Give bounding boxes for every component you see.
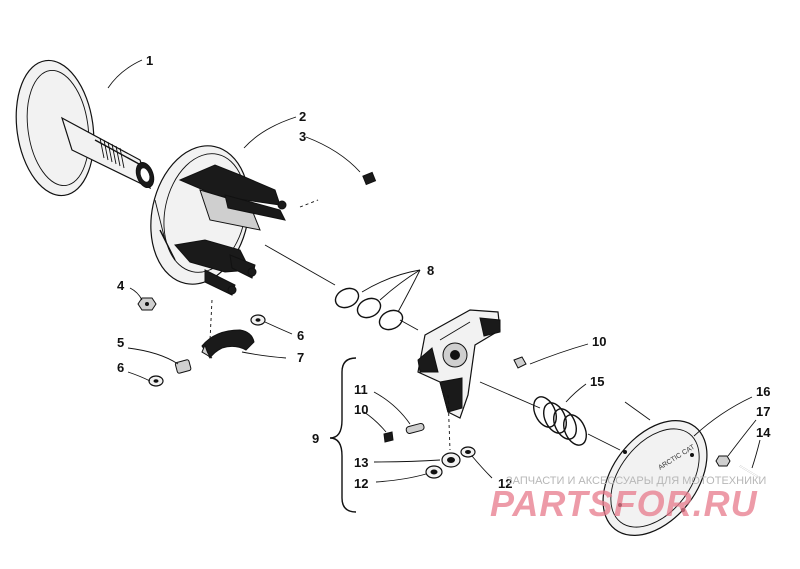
leader-2: [243, 116, 297, 149]
label-5: 5: [117, 335, 124, 350]
part-12-washer-right: [460, 446, 493, 479]
part-6-washer-right: [250, 314, 293, 335]
label-9: 9: [312, 431, 319, 446]
label-10-left: 10: [354, 402, 368, 417]
group-9-bracket: [329, 357, 357, 513]
part-9-spider: [417, 309, 501, 419]
label-12-right: 12: [498, 476, 512, 491]
watermark: ЗАПЧАСТИ И АКСЕССУАРЫ ДЛЯ МОТОТЕХНИКИ PA…: [490, 475, 766, 524]
label-13: 13: [354, 455, 368, 470]
label-11: 11: [354, 382, 368, 397]
label-14: 14: [756, 425, 771, 440]
label-10-right: 10: [592, 334, 606, 349]
part-7-cam-arm: [201, 299, 287, 359]
label-8: 8: [427, 263, 434, 278]
part-12-washer-left: [375, 465, 443, 483]
part-13-washer: [373, 452, 461, 468]
label-2: 2: [299, 109, 306, 124]
watermark-brand: PARTSFOR.RU: [490, 483, 758, 524]
part-16-cover: ARCTIC CAT: [602, 396, 753, 536]
part-8-shims: [334, 269, 421, 331]
part-10-button-upper: [513, 343, 589, 369]
label-1: 1: [146, 53, 153, 68]
leader-3: [305, 136, 361, 173]
part-10-button-lower: [363, 411, 394, 443]
label-16: 16: [756, 384, 770, 399]
part-14-bolt: [739, 439, 761, 479]
part-2-housing: [150, 145, 287, 296]
part-15-spring: [532, 383, 588, 446]
part-6-washer-left: [127, 371, 164, 387]
leader-1: [107, 59, 143, 89]
label-15: 15: [590, 374, 604, 389]
label-7: 7: [297, 350, 304, 365]
watermark-tagline: ЗАПЧАСТИ И АКСЕССУАРЫ ДЛЯ МОТОТЕХНИКИ: [506, 475, 766, 487]
part-1-sheave: [15, 59, 155, 197]
part-3-bolt: [299, 171, 377, 208]
part-11-pin: [373, 391, 425, 435]
part-5-roller: [127, 347, 192, 374]
assembly-axis: [264, 244, 621, 451]
callout-labels: 1 2 3 4 5 6 6 7 8 9 11 10 10 13 12 12 15…: [117, 53, 771, 491]
part-17-nut: [715, 419, 757, 467]
label-6-left: 6: [117, 360, 124, 375]
label-6-right: 6: [297, 328, 304, 343]
part-4-nut: [129, 287, 157, 311]
label-12-left: 12: [354, 476, 368, 491]
label-4: 4: [117, 278, 125, 293]
label-3: 3: [299, 129, 306, 144]
label-17: 17: [756, 404, 770, 419]
